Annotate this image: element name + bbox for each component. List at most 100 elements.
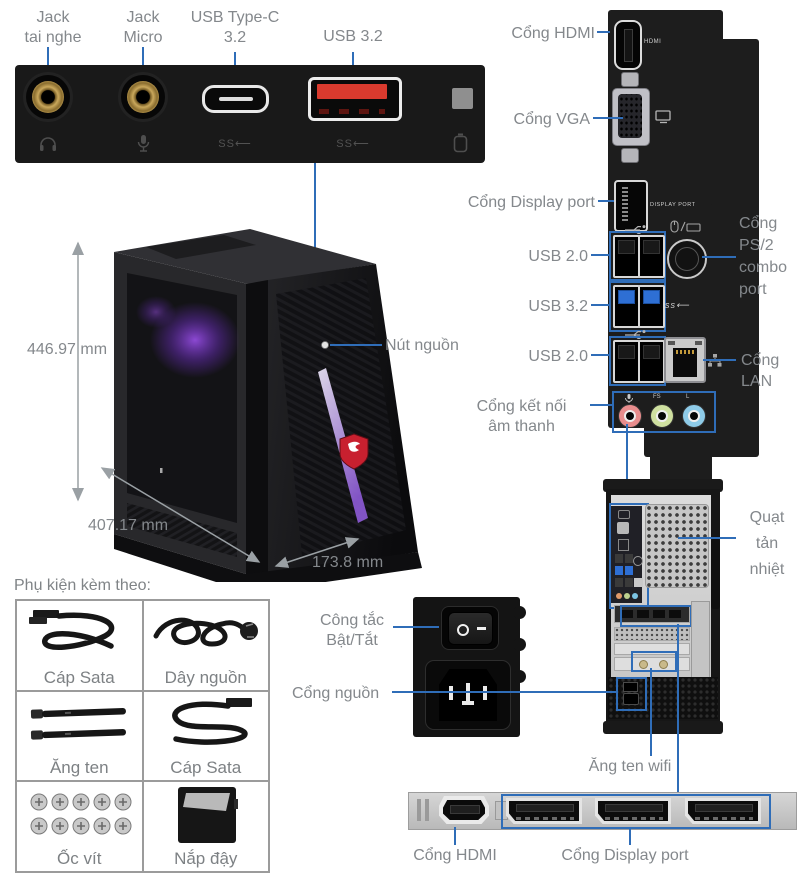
front-usbc-label: USB Type-C 3.2 [190,9,280,46]
usb20-port [638,235,665,278]
lan-label: Cổng LAN [741,352,780,390]
front-usb32-label: USB 3.2 [323,28,383,45]
case-io-highlight [609,503,649,609]
power-inlet [425,660,511,730]
cooling-fan-grille [645,504,709,588]
front-jack-headphone-label: Jack tai nghe [24,9,82,46]
audio-lineout-jack [650,404,674,428]
accessory-screws: Ốc vít [16,781,143,872]
rocker-switch [441,606,499,650]
rear-io-photo: HDMI DISPLAY PORT [608,10,759,620]
mic-icon [625,394,633,403]
connector-wifi-mounts [650,668,652,756]
usb-ss-icon: ss⟵ [665,300,690,310]
usb-typec-port [202,85,269,113]
leader-usb32 [591,304,610,306]
headphone-jack-port [26,75,70,119]
usb-ss-icon: SS⟵ [336,138,370,150]
case-power-highlight [616,677,647,711]
front-jack-micro-label: Jack Micro [123,9,163,46]
headphone-icon [40,137,56,151]
usb32-port [638,285,665,328]
vga-screw-top [621,72,639,87]
rear-hdmi-port [614,20,642,70]
gpu-displayport [506,798,582,824]
vga-screw-bottom [621,148,639,163]
lan-port [664,337,706,383]
leader-ps2 [702,256,736,258]
front-square-button [452,88,473,109]
leader-power-switch [393,626,439,628]
usb20-top-highlight [609,231,666,281]
leader-gpu-dp [629,828,631,845]
leader-fan [678,537,736,539]
accessory-antenna: Ăng ten [16,690,143,782]
ps2-combo-port [667,239,707,279]
screws-image [23,782,135,848]
rear-case-photo [603,479,723,734]
accessories-grid: Cáp Sata Dây nguồn Ăng ten Cáp Sata [15,599,270,873]
audio-mic-jack [618,404,642,428]
power-switch-label: Công tắc Bật/Tắt [319,612,385,649]
power-cord-image [150,601,262,667]
leader-gpu-hdmi [454,827,456,845]
monitor-icon [655,110,671,124]
leader-lan [703,359,736,361]
leader-rear-dp [598,200,614,202]
connector-gpu-slot [677,624,679,794]
tower-height-dimension: 446.97 mm [27,341,108,358]
power-button [321,341,329,349]
gpu-dp-highlight [501,794,771,829]
ps2-label: Cổng PS/2 combo port [739,215,788,298]
rear-vga-port [612,88,650,146]
case-io-area [611,506,643,603]
power-unit-photo [413,597,526,737]
audio-fs-mark: FS [653,394,661,400]
case-gpu-ports-highlight [620,605,692,627]
gpu-dp-label: Cổng Display port [561,847,689,864]
audio-linein-jack [682,404,706,428]
connector-front-to-tower [314,163,316,266]
sata-cable-image [150,692,262,758]
lan-icon [708,354,722,367]
usb32-port [613,285,640,328]
front-panel-photo: SS⟵ SS⟵ [15,65,485,163]
usb20-port [613,235,640,278]
leader-power-inlet [392,691,618,693]
gpu-displayport [685,798,761,824]
usb-ss-icon: SS⟵ [218,138,252,150]
accessory-sata-cable-2: Cáp Sata [142,690,269,782]
usb20-port [613,340,640,383]
rear-audio-label: Cổng kết nối âm thanh [476,398,567,435]
gpu-bracket-photo [408,792,797,830]
usb20-port [638,340,665,383]
leader-usb20-bottom [591,354,610,356]
audio-l-mark: L [686,394,690,400]
power-button-label: Nút nguồn [385,337,459,354]
rear-vga-label: Cổng VGA [513,111,590,128]
usb32-highlight [609,281,666,332]
gpu-hdmi-port [439,796,489,824]
audio-ports-highlight [612,391,716,433]
leader-power-button [330,344,382,346]
power-inlet-label: Cổng nguồn [292,685,380,702]
cover-image [150,782,262,848]
antenna-image [23,692,135,758]
gpu-hdmi-label: Cổng HDMI [413,847,497,864]
accessory-sata-cable-1: Cáp Sata [16,600,143,691]
leader-rear-vga [593,117,623,119]
accessories-title: Phụ kiện kèm theo: [14,577,151,594]
wifi-antenna-mounts-highlight [631,651,677,672]
mouse-keyboard-icon [670,220,701,233]
leader-rear-hdmi [597,31,610,33]
msi-logo [339,433,369,470]
rear-usb32-label: USB 3.2 [528,298,588,315]
accessory-cover: Nắp đậy [142,781,269,872]
leader-usb20-top [591,254,610,256]
rear-usb20-top-label: USB 2.0 [528,248,588,265]
rear-dp-label: Cổng Display port [467,194,595,211]
micro-jack-port [121,75,165,119]
usb32-typea-port [308,77,402,121]
connector-io-to-case [626,424,628,504]
